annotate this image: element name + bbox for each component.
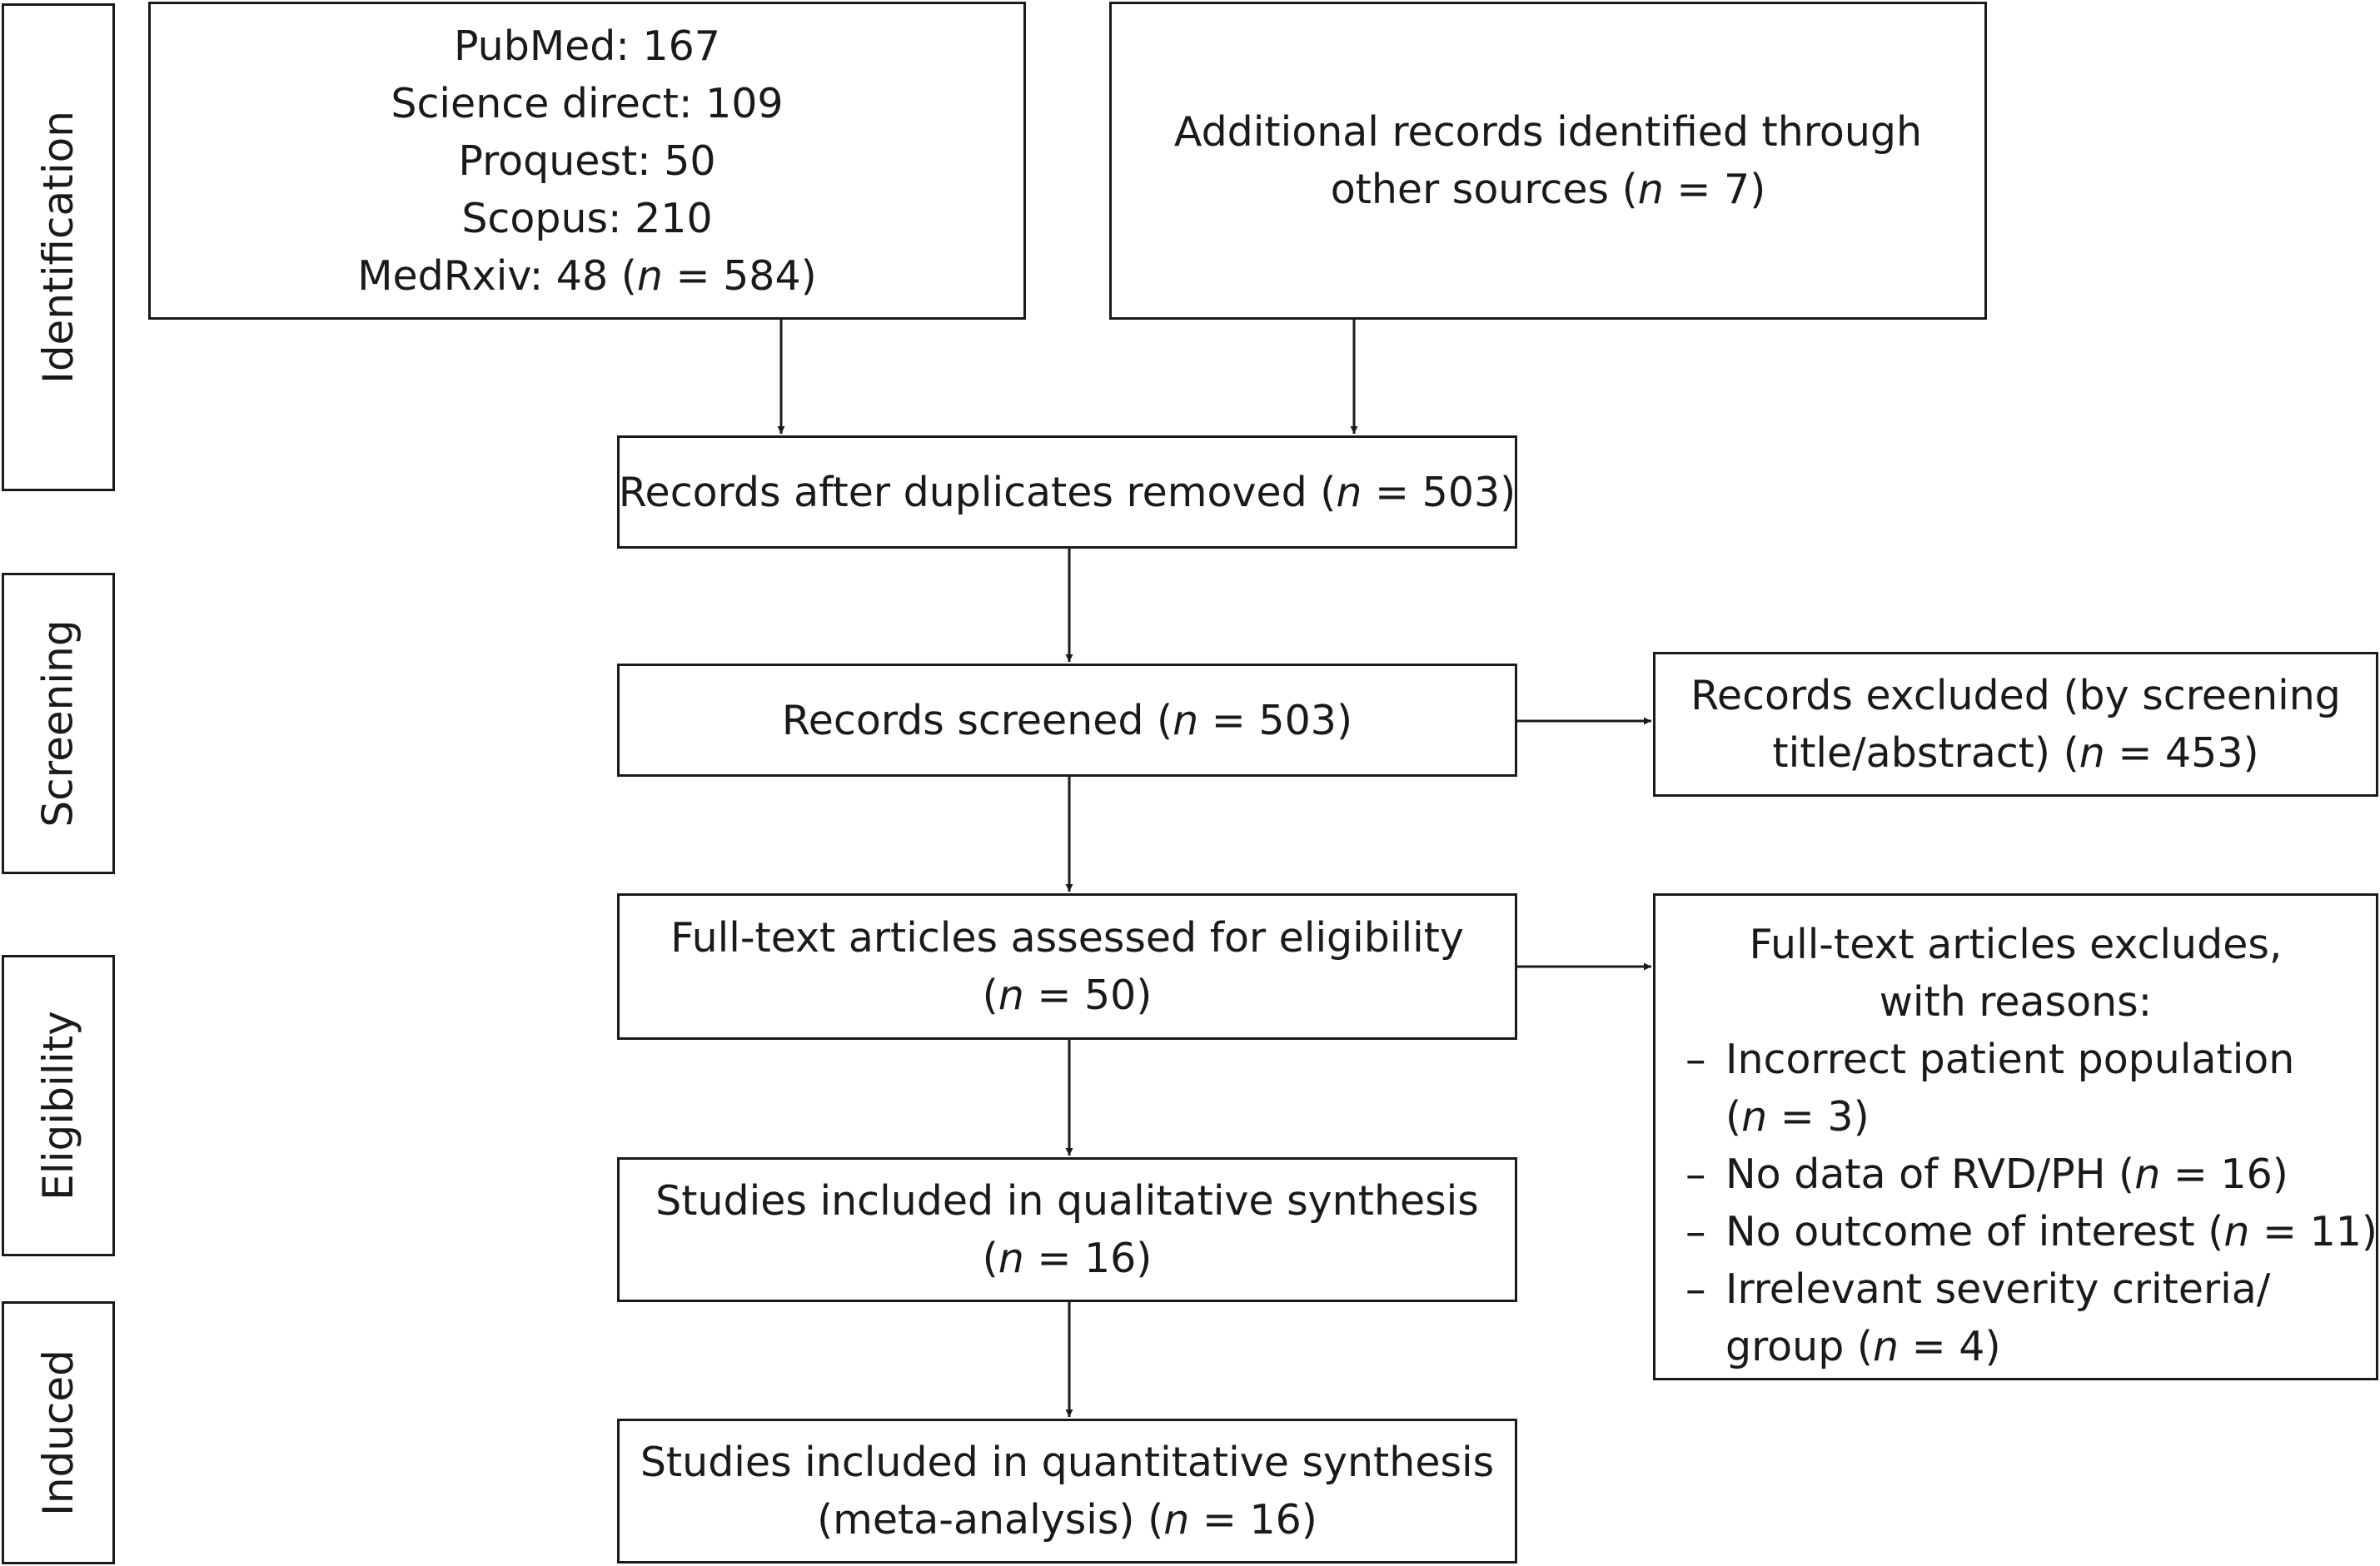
exclusion-reason-3: –No outcome of interest (n = 11) — [1685, 1208, 2378, 1255]
fulltext-excluded-header1: Full-text articles excludes, — [1749, 921, 2283, 968]
duplicates-removed-text: Records after duplicates removed (n = 50… — [618, 468, 1516, 516]
quantitative-synthesis-box: Studies included in quantitative synthes… — [617, 1419, 1517, 1564]
qualitative-line2: (n = 16) — [982, 1235, 1153, 1282]
proquest-count: Proquest: 50 — [458, 137, 716, 185]
records-excluded-line2: title/abstract) (n = 453) — [1772, 729, 2259, 777]
additional-records-box: Additional records identified through ot… — [1109, 2, 1987, 320]
fulltext-excluded-box: Full-text articles excludes, with reason… — [1653, 893, 2378, 1380]
exclusion-reason-2: –No data of RVD/PH (n = 16) — [1685, 1151, 2288, 1198]
exclusion-reason-4: –Irrelevant severity criteria/ — [1685, 1265, 2271, 1313]
stage-eligibility: Eligibility — [2, 955, 115, 1256]
additional-line1: Additional records identified through — [1173, 108, 1923, 156]
fulltext-assessed-line2: (n = 50) — [982, 972, 1153, 1019]
fulltext-assessed-line1: Full-text articles assessed for eligibil… — [670, 914, 1464, 962]
stage-screening: Screening — [2, 573, 115, 874]
fulltext-excluded-header2: with reasons: — [1879, 978, 2153, 1026]
stage-identification: Identification — [2, 3, 115, 491]
records-excluded-box: Records excluded (by screening title/abs… — [1653, 652, 2378, 797]
additional-line2: other sources (n = 7) — [1330, 166, 1766, 213]
quantitative-line2: (meta-analysis) (n = 16) — [817, 1496, 1317, 1544]
database-sources-box: PubMed: 167 Science direct: 109 Proquest… — [148, 2, 1026, 320]
exclusion-reason-1-count: (n = 3) — [1725, 1093, 1870, 1141]
qualitative-line1: Studies included in qualitative synthesi… — [655, 1177, 1479, 1225]
qualitative-synthesis-box: Studies included in qualitative synthesi… — [617, 1157, 1517, 1302]
medrxiv-count: MedRxiv: 48 (n = 584) — [357, 251, 817, 300]
exclusion-reason-4-count: group (n = 4) — [1725, 1323, 2001, 1370]
exclusion-reason-1: –Incorrect patient population — [1685, 1036, 2295, 1083]
pubmed-count: PubMed: 167 — [454, 22, 720, 70]
records-screened-text: Records screened (n = 503) — [781, 696, 1353, 744]
science-direct-count: Science direct: 109 — [391, 79, 784, 127]
stage-induced: Induced — [2, 1301, 115, 1564]
records-excluded-line1: Records excluded (by screening — [1690, 672, 2341, 719]
duplicates-removed-box: Records after duplicates removed (n = 50… — [617, 435, 1517, 549]
fulltext-assessed-box: Full-text articles assessed for eligibil… — [617, 893, 1517, 1040]
records-screened-box: Records screened (n = 503) — [617, 664, 1517, 777]
quantitative-line1: Studies included in quantitative synthes… — [640, 1439, 1495, 1486]
scopus-count: Scopus: 210 — [461, 194, 713, 242]
